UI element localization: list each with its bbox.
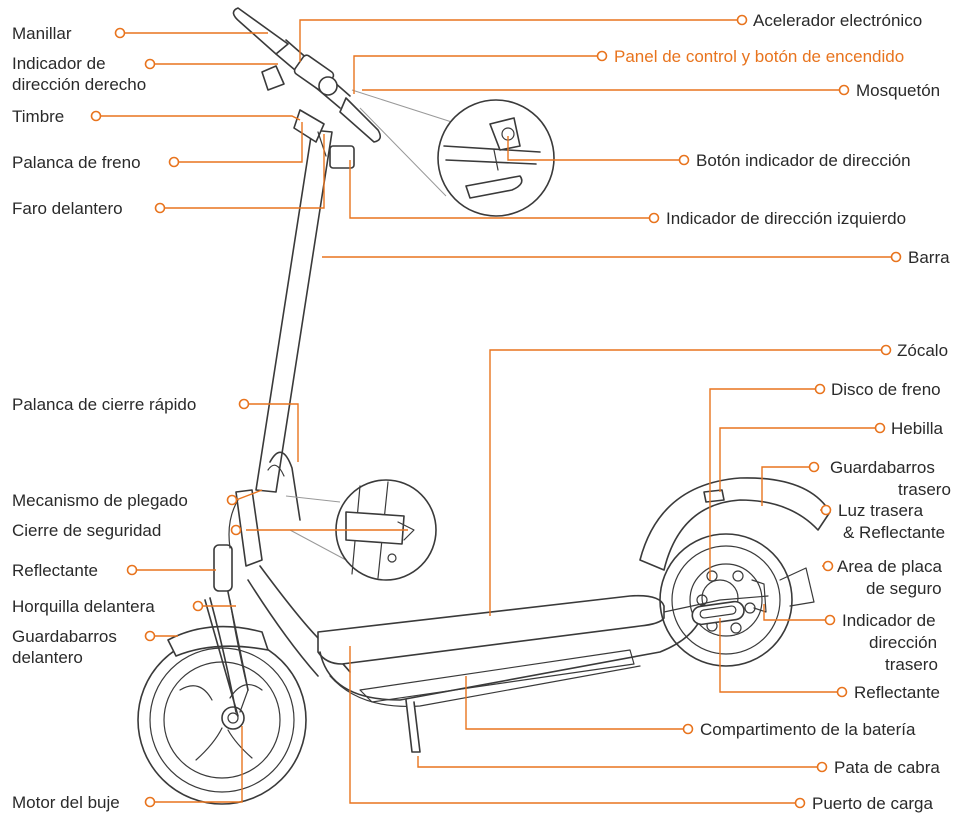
battery-compartment	[359, 649, 635, 703]
label-indicador-trasero-1: Indicador de	[842, 611, 936, 630]
label-bateria: Compartimento de la batería	[700, 720, 916, 739]
label-area-placa-2: de seguro	[866, 579, 942, 598]
label-timbre: Timbre	[12, 107, 64, 126]
label-acelerador: Acelerador electrónico	[753, 11, 922, 30]
label-guardabarros-trasero-2: trasero	[898, 480, 951, 499]
label-pata: Pata de cabra	[834, 758, 940, 777]
label-reflectante-der: Reflectante	[854, 683, 940, 702]
handlebar	[232, 7, 382, 169]
label-palanca-freno: Palanca de freno	[12, 153, 141, 172]
label-mecanismo-plegado: Mecanismo de plegado	[12, 491, 188, 510]
label-mosqueton: Mosquetón	[856, 81, 940, 100]
quick-release-lever	[269, 451, 301, 521]
label-puerto: Puerto de carga	[812, 794, 934, 813]
head-tube	[235, 489, 263, 567]
callout-dots	[90, 14, 902, 809]
label-indicador-trasero-3: trasero	[885, 655, 938, 674]
label-motor: Motor del buje	[12, 793, 120, 812]
label-zocalo: Zócalo	[897, 341, 948, 360]
front-fender	[167, 625, 269, 657]
label-indicador-izquierdo: Indicador de dirección izquierdo	[666, 209, 906, 228]
rear-fender	[639, 477, 831, 571]
label-disco-freno: Disco de freno	[831, 380, 941, 399]
label-area-placa-1: Area de placa	[837, 557, 942, 576]
label-hebilla: Hebilla	[891, 419, 944, 438]
label-indicador-derecho-1: Indicador de	[12, 54, 106, 73]
leader-lines	[96, 19, 896, 804]
kickstand	[405, 699, 421, 753]
label-indicador-derecho-2: dirección derecho	[12, 75, 146, 94]
label-reflectante-izq: Reflectante	[12, 561, 98, 580]
label-indicador-trasero-2: dirección	[869, 633, 937, 652]
label-cierre-rapido: Palanca de cierre rápido	[12, 395, 196, 414]
label-luz-trasera-2: & Reflectante	[843, 523, 945, 542]
label-horquilla: Horquilla delantera	[12, 597, 155, 616]
label-guardabarros-trasero-1: Guardabarros	[830, 458, 935, 477]
callout-labels: Manillar Indicador de dirección derecho …	[12, 11, 951, 813]
fork	[204, 591, 249, 717]
scooter-illustration	[137, 7, 831, 805]
label-manillar: Manillar	[12, 24, 72, 43]
label-guardabarros-del-2: delantero	[12, 648, 83, 667]
label-luz-trasera-1: Luz trasera	[838, 501, 924, 520]
label-guardabarros-del-1: Guardabarros	[12, 627, 117, 646]
label-barra: Barra	[908, 248, 950, 267]
label-panel: Panel de control y botón de encendido	[614, 47, 904, 66]
zoom-inset-handlebar	[351, 89, 555, 217]
stem	[255, 129, 333, 493]
label-cierre-seguridad: Cierre de seguridad	[12, 521, 161, 540]
deck	[317, 594, 665, 665]
label-boton-indicador: Botón indicador de dirección	[696, 151, 911, 170]
label-faro: Faro delantero	[12, 199, 123, 218]
